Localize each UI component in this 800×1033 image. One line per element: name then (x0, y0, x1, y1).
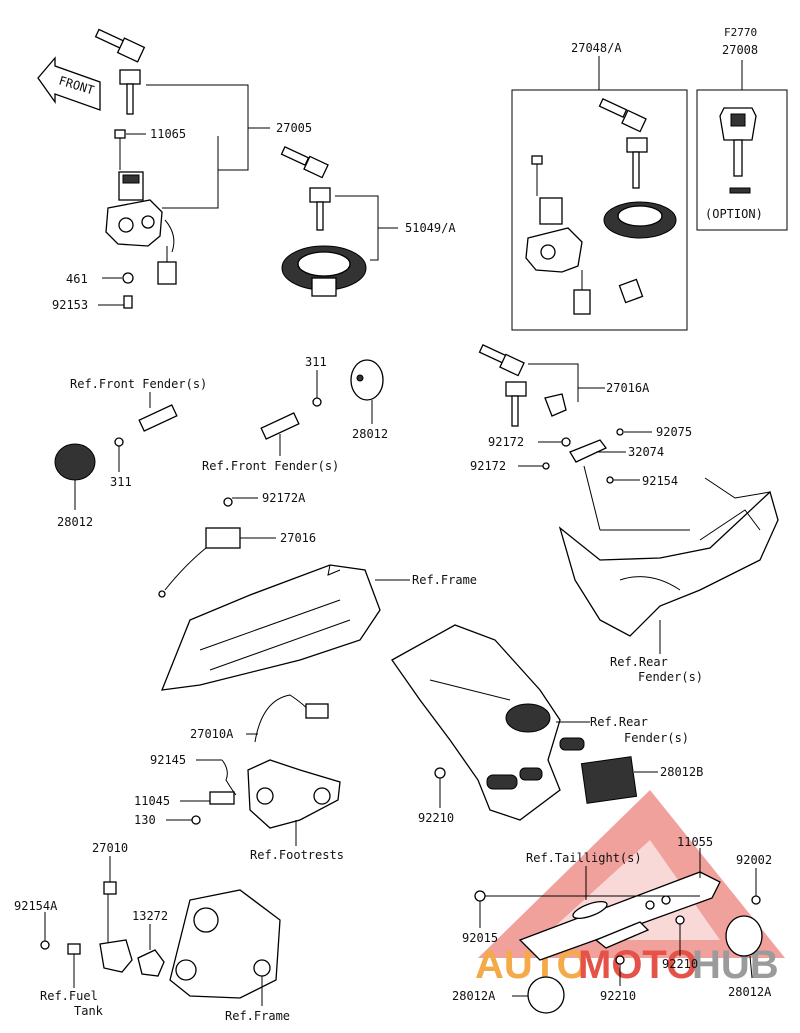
label-28012-b: 28012 (352, 427, 388, 441)
label-92075: 92075 (656, 425, 692, 439)
label-27016a: 27016A (606, 381, 650, 395)
label-92145: 92145 (150, 753, 186, 767)
rear-fender-upper (558, 477, 779, 654)
label-f2770: F2770 (724, 26, 757, 39)
label-ref-front-fender-2: Ref.Front Fender(s) (202, 459, 339, 473)
front-fender-plug-right (260, 359, 384, 456)
label-ref-taillight: Ref.Taillight(s) (526, 851, 642, 865)
tank-cap-set-51049a (280, 146, 398, 297)
label-ref-frame-1: Ref.Frame (412, 573, 477, 587)
label-27005: 27005 (276, 121, 312, 135)
front-fender-plug-left (54, 392, 178, 510)
label-27010a: 27010A (190, 727, 234, 741)
seat-lock-27016-and-frame (158, 497, 410, 691)
label-11065-top: 11065 (150, 127, 186, 141)
watermark-logo: AUTO MOTO HUB (475, 790, 785, 987)
label-92172-b: 92172 (470, 459, 506, 473)
label-51049a: 51049/A (405, 221, 456, 235)
label-27010: 27010 (92, 841, 128, 855)
sidestand-switch-27010a (166, 694, 341, 846)
label-27016: 27016 (280, 531, 316, 545)
switch-27010-fuel-tank (40, 856, 281, 1006)
label-ref-rear-fender-2b: Fender(s) (624, 731, 689, 745)
key-blank-27008-box (696, 60, 788, 231)
label-28012a-2: 28012A (728, 985, 772, 999)
label-28012-a: 28012 (57, 515, 93, 529)
front-arrow: FRONT (37, 56, 101, 111)
label-28012b: 28012B (660, 765, 703, 779)
label-461: 461 (66, 272, 88, 286)
label-92002: 92002 (736, 853, 772, 867)
label-311-b: 311 (305, 355, 327, 369)
ignition-set-27048a-box (511, 56, 688, 331)
label-option: (OPTION) (705, 207, 763, 221)
label-ref-fuel-tank-b: Tank (74, 1004, 104, 1018)
label-ref-rear-fender-1b: Fender(s) (638, 670, 703, 684)
label-ref-rear-fender-2a: Ref.Rear (590, 715, 648, 729)
label-92154a: 92154A (14, 899, 58, 913)
seat-lock-set-27016a (478, 344, 690, 531)
label-92172a: 92172A (262, 491, 306, 505)
label-11055: 11055 (677, 835, 713, 849)
watermark-moto: MOTO (578, 943, 697, 987)
label-92210-c: 92210 (600, 989, 636, 1003)
rear-fender-lower (391, 624, 658, 821)
label-27048a: 27048/A (571, 41, 622, 55)
label-ref-front-fender-1: Ref.Front Fender(s) (70, 377, 207, 391)
label-92172-a: 92172 (488, 435, 524, 449)
label-92210-b: 92210 (662, 957, 698, 971)
label-32074: 32074 (628, 445, 664, 459)
label-311-a: 311 (110, 475, 132, 489)
label-ref-frame-2: Ref.Frame (225, 1009, 290, 1023)
label-ref-rear-fender-1a: Ref.Rear (610, 655, 668, 669)
label-92154: 92154 (642, 474, 678, 488)
label-92153: 92153 (52, 298, 88, 312)
label-ref-fuel-tank-a: Ref.Fuel (40, 989, 98, 1003)
label-28012a-1: 28012A (452, 989, 496, 1003)
label-11045: 11045 (134, 794, 170, 808)
label-13272: 13272 (132, 909, 168, 923)
license-bracket-11055 (474, 848, 763, 1014)
label-92015: 92015 (462, 931, 498, 945)
ignition-switch-set-27005 (94, 28, 270, 309)
label-130: 130 (134, 813, 156, 827)
label-27008: 27008 (722, 43, 758, 57)
label-ref-footrests: Ref.Footrests (250, 848, 344, 862)
label-92210-a: 92210 (418, 811, 454, 825)
